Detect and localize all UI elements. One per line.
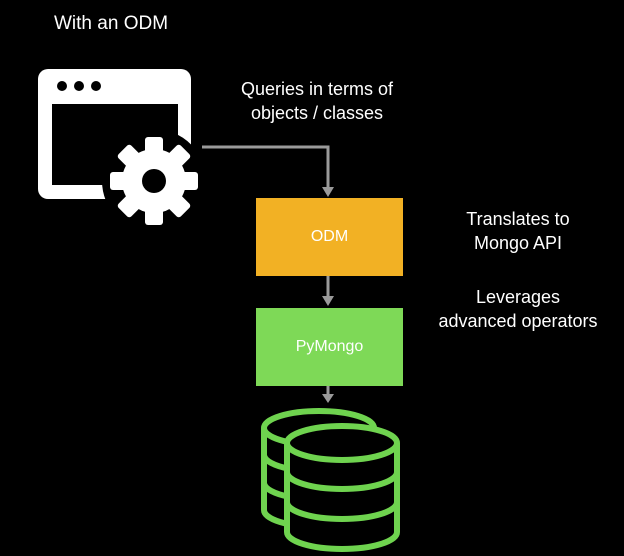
pymongo-node-label: PyMongo [295,338,364,355]
queries-annotation-line-2: objects / classes [250,103,384,123]
leverages-annotation-line-1: Leverages [475,287,561,307]
database-icon [261,408,400,552]
leverages-annotation: Leverages advanced operators [420,285,616,333]
translates-annotation-line-1: Translates to [466,209,570,229]
application-window-with-gear-icon [38,69,206,233]
leverages-annotation-line-2: advanced operators [438,311,598,331]
odm-node-label: ODM [310,228,349,245]
odm-node: ODM [256,198,403,276]
diagram-title: With an ODM [54,13,169,34]
translates-annotation-line-2: Mongo API [473,233,563,253]
connector-app-to-odm [202,145,334,197]
translates-annotation: Translates to Mongo API [440,207,596,255]
pymongo-node: PyMongo [256,308,403,386]
queries-annotation: Queries in terms of objects / classes [212,77,422,125]
queries-annotation-line-1: Queries in terms of [240,79,394,99]
connector-pymongo-to-database [322,386,334,403]
connector-odm-to-pymongo [322,276,334,306]
